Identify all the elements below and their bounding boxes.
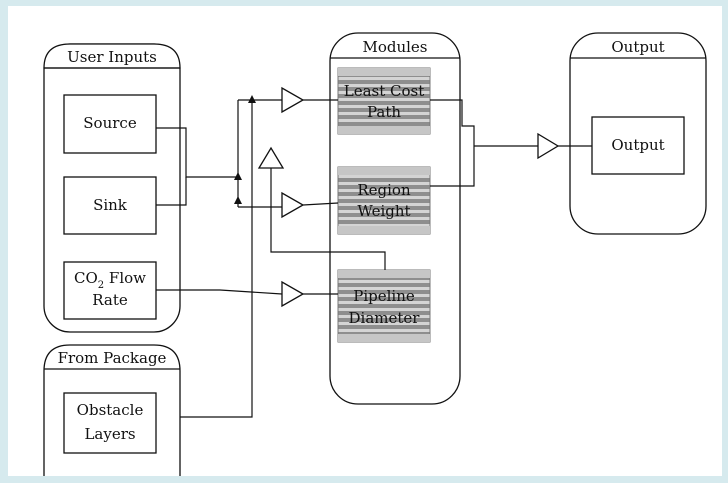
least-cost-output-connector (430, 99, 475, 146)
from-package-title: From Package (58, 349, 167, 367)
co2-flow-rate-box (63, 261, 157, 320)
module-window-icon (337, 269, 431, 343)
sink-box (63, 176, 157, 235)
module-window-icon (337, 166, 431, 235)
output-group: Output Output (569, 32, 707, 235)
pipeline-diameter-label-line2: Diameter (349, 309, 421, 327)
least-cost-path-label-line2: Path (367, 103, 401, 121)
source-label: Source (83, 114, 137, 132)
co2-flow-rate-label-line2: Rate (92, 291, 128, 309)
module-window-icon (337, 67, 431, 135)
arrowheads (234, 95, 256, 204)
least-cost-path-label-line1: Least Cost (344, 82, 425, 100)
module-window-titlebar (338, 68, 430, 76)
user-inputs-group: User Inputs Source Sink CO2 Flow Rate (43, 43, 181, 333)
triangle-buffer-icon (257, 146, 285, 169)
module-window-footer (338, 126, 430, 134)
source-connector (156, 127, 238, 178)
arrowhead-icon (234, 196, 242, 204)
triangle-buffer-icon (537, 132, 560, 160)
buffer-to-region-weight (302, 202, 339, 206)
co2-flow-rate-label-line1: CO2 Flow (74, 269, 146, 291)
region-weight-output-connector (430, 146, 475, 187)
sink-label: Sink (93, 196, 128, 214)
arrowhead-icon (234, 172, 242, 180)
pipeline-diameter-label-line1: Pipeline (353, 287, 415, 305)
output-title: Output (611, 38, 664, 56)
pipeline-feedback-connector (270, 168, 386, 270)
modules-title: Modules (362, 38, 427, 56)
flow-rate-connector (156, 289, 283, 295)
arrowhead-icon (248, 95, 256, 103)
triangle-buffer-icon (281, 191, 305, 219)
from-package-group: From Package Obstacle Layers (43, 344, 181, 476)
module-window-titlebar (338, 270, 430, 278)
output-box-label: Output (611, 136, 664, 154)
source-box (63, 94, 157, 154)
modules-group: Modules Least Cost Path Region Weight Pi… (329, 32, 461, 405)
region-weight-label-line1: Region (357, 181, 411, 199)
least-cost-path-module: Least Cost Path (337, 67, 431, 135)
region-weight-label-line2: Weight (357, 202, 410, 220)
obstacle-layers-label-line2: Layers (84, 425, 135, 443)
triangle-buffer-icon (281, 86, 305, 114)
buffers (257, 86, 560, 308)
obstacle-layers-box (63, 392, 157, 454)
module-window-footer (338, 226, 430, 234)
pipeline-diameter-module: Pipeline Diameter (337, 269, 431, 343)
user-inputs-title: User Inputs (67, 48, 157, 66)
output-box (591, 116, 685, 175)
obstacle-connector (180, 100, 253, 418)
module-window-titlebar (338, 167, 430, 175)
region-weight-module: Region Weight (337, 166, 431, 235)
obstacle-layers-label-line1: Obstacle (77, 401, 144, 419)
sink-connector (156, 177, 187, 206)
module-window-footer (338, 334, 430, 342)
connector-lines (156, 99, 592, 418)
triangle-buffer-icon (281, 280, 305, 308)
